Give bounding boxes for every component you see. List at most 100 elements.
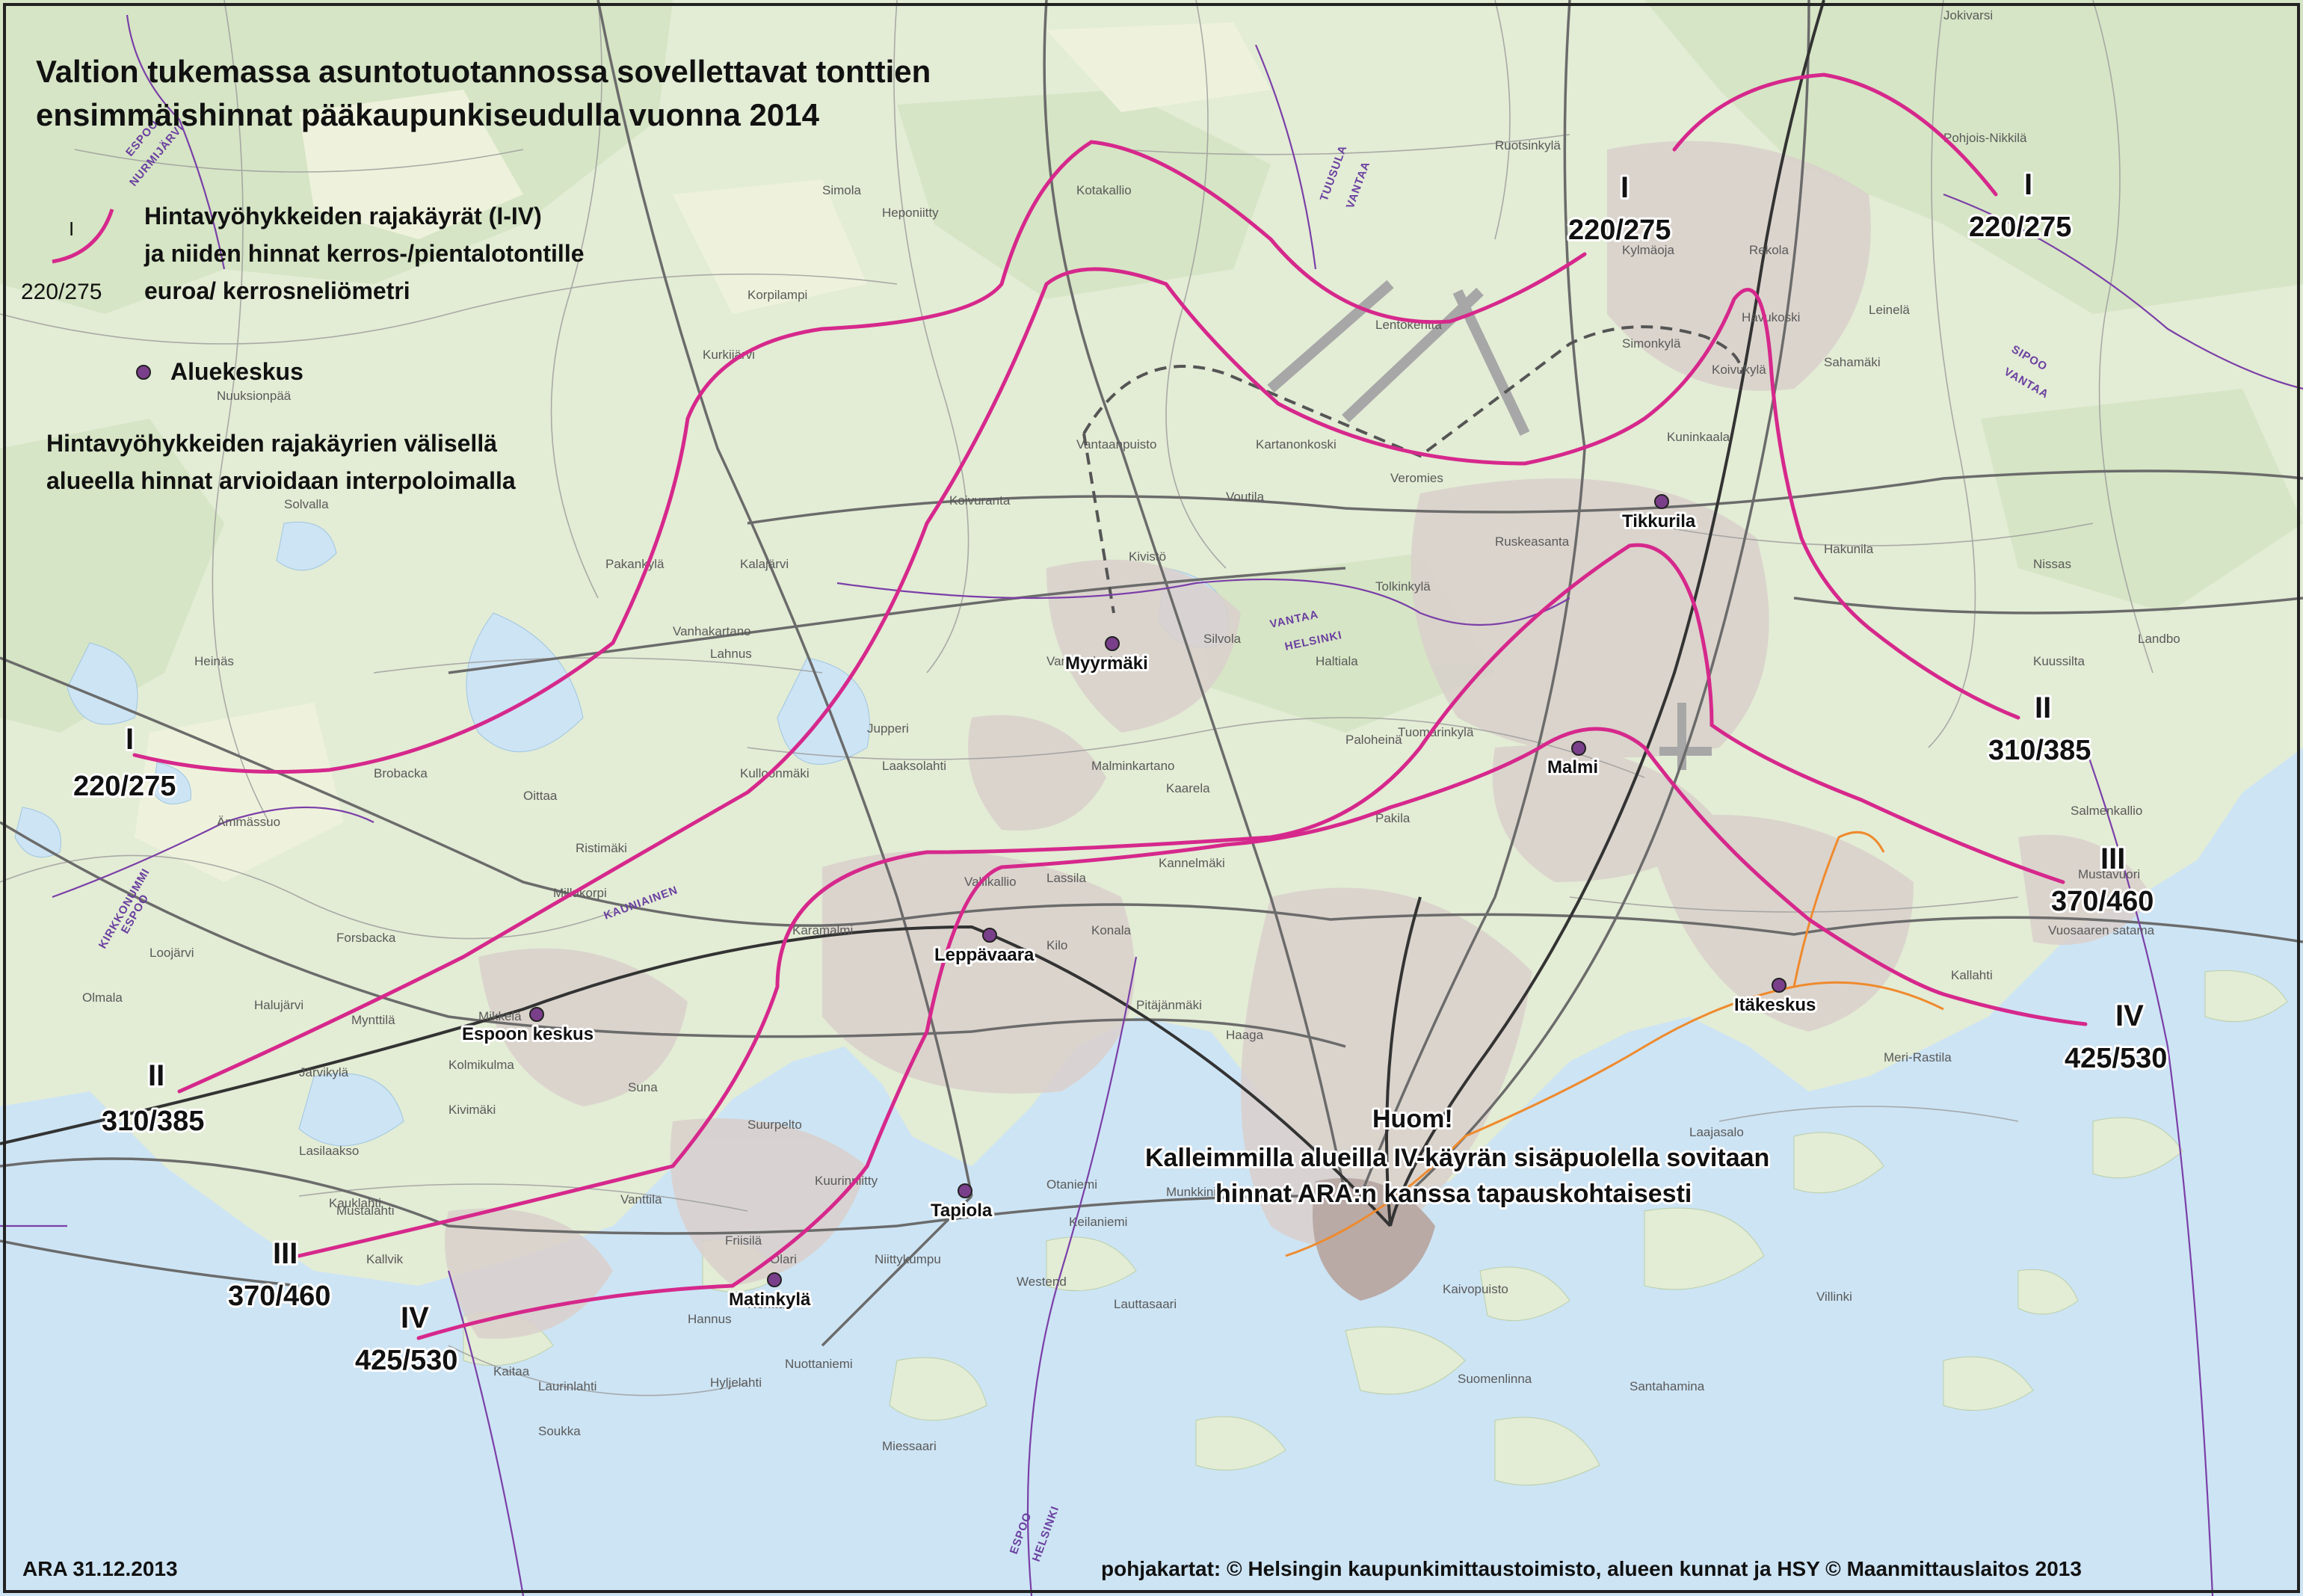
center-label: Malmi [1547,757,1598,777]
place-label: Vanhakartano [673,624,751,638]
place-label: Nuuksionpää [217,389,292,403]
place-label: Friisilä [725,1233,762,1248]
center-dot [1772,978,1786,993]
place-label: Laajasalo [1689,1125,1744,1139]
place-label: Suna [628,1080,658,1094]
field-areas [135,22,1271,882]
place-label: Salmenkallio [2071,804,2142,818]
curve-I-west [132,140,1587,774]
map-frame [3,3,2300,1593]
place-label: Voutila [1226,490,1265,504]
place-label: Kulloonmäki [740,766,810,780]
place-label: Vallikallio [964,875,1017,889]
place-label: Pakankylä [605,557,665,571]
legend-center-dot [136,365,151,380]
place-label: Kylmäoja [1622,243,1674,257]
metro-line [1285,831,1944,1257]
curve-II [177,267,2020,1094]
place-label: Olmala [82,990,123,1005]
place-label: Kannelmäki [1159,856,1225,870]
place-label: Lassila [1046,871,1086,885]
legend: I 220/275 Hintavyöhykkeiden rajakäyrät (… [21,203,585,494]
legend-note-1: Hintavyöhykkeiden rajakäyrien välisellä [46,430,497,457]
center-espoon-keskus: Espoon keskus [460,1007,596,1047]
place-label: Soukka [538,1424,581,1438]
zone-label-name: I [1621,171,1629,204]
place-label: Kolmikulma [448,1058,514,1072]
place-label: Havukoski [1742,310,1800,324]
place-label: Kaivopuisto [1443,1282,1508,1296]
center-dot [529,1007,544,1022]
place-label: Pohjois-Nikkilä [1943,131,2027,145]
minor-roads [0,0,2154,1396]
legend-curve-symbol [52,209,114,264]
place-label: Korpilampi [747,288,807,302]
curve-III [297,543,2065,1258]
footer: ARA 31.12.2013 pohjakartat: © Helsingin … [22,1557,2082,1580]
title-line-2: ensimmäishinnat pääkaupunkiseudulla vuon… [36,97,820,132]
zone-label-price: 220/275 [73,771,176,802]
map-title: Valtion tukemassa asuntotuotannossa sove… [36,54,931,132]
center-dot [1654,494,1669,509]
place-label: Ristimäki [576,841,627,855]
legend-curve-symbol-price: 220/275 [21,280,102,304]
center-label: Tikkurila [1622,511,1696,532]
place-label: Heponiitty [882,206,939,220]
place-label: Westend [1017,1275,1067,1289]
place-label: Kaitaa [493,1364,530,1378]
price-zone-curves [132,73,2088,1340]
place-label: Tolkinkylä [1375,579,1431,594]
place-label: Kallvik [366,1252,404,1266]
center-label: Espoon keskus [462,1024,594,1044]
center-label: Matinkylä [729,1290,811,1310]
place-label: Vantaanlaakso [1046,654,1129,668]
place-label: Hyljelahti [710,1375,762,1390]
curve-IV [416,727,2088,1340]
place-label: Forsbacka [336,931,396,945]
zone-label-price: 425/530 [355,1345,457,1376]
zone-label-name: IV [2115,999,2144,1032]
zone-label-price: 220/275 [1568,215,1671,246]
place-label: Haaga [1226,1028,1264,1042]
place-label: Mustavuori [2078,867,2140,881]
place-label: Kivistö [1129,549,1166,564]
railways [0,0,1825,1227]
place-label: Kurkijärvi [703,348,755,362]
curve-I-northeast [1672,73,1998,197]
zone-label-price: 425/530 [2065,1043,2167,1074]
place-label: Oittaa [523,789,558,803]
center-itakeskus: Itäkeskus [1732,978,1818,1017]
place-label: Laaksolahti [882,759,946,773]
place-label: Vuosaaren satama [2048,923,2155,937]
place-label: Karamalmi [792,923,853,937]
center-tapiola: Tapiola [928,1183,995,1223]
footer-left: ARA 31.12.2013 [22,1557,178,1580]
place-label: Lasilaakso [299,1144,359,1158]
regional-centers: Myyrmäki Tikkurila Malmi Leppävaara Espo… [460,494,1818,1312]
place-label: Ruotsinkylä [1495,138,1561,152]
place-label: Halujärvi [254,998,303,1012]
place-label: Mynttilä [351,1013,395,1027]
place-label: Simola [822,183,862,197]
zone-label-price: 310/385 [102,1106,204,1137]
place-label: Landbo [2138,632,2180,646]
zone-label-name: I [126,723,134,756]
title-line-1: Valtion tukemassa asuntotuotannossa sove… [36,54,931,89]
note-line-1: Huom! [1372,1105,1453,1133]
center-matinkyla: Matinkylä [727,1272,813,1312]
place-label: Leinelä [1869,303,1910,317]
center-myyrmaki: Myyrmäki [1063,636,1150,676]
place-label: Silvola [1203,632,1242,646]
legend-curve-text-1: Hintavyöhykkeiden rajakäyrät (I-IV) [144,203,542,229]
place-label: Vanttila [620,1192,662,1207]
place-label: Solvalla [284,497,329,511]
place-label: Simonkylä [1622,336,1681,351]
place-label: Sahamäki [1824,355,1881,369]
legend-curve-text-2: ja niiden hinnat kerros-/pientalotontill… [144,240,585,267]
legend-curve-symbol-label: I [69,218,74,240]
zone-label-price: 370/460 [228,1281,330,1312]
legend-center-label: Aluekeskus [170,358,303,385]
place-label: Jupperi [867,721,909,736]
major-roads [0,0,2303,1347]
place-label: Veromies [1390,471,1443,485]
